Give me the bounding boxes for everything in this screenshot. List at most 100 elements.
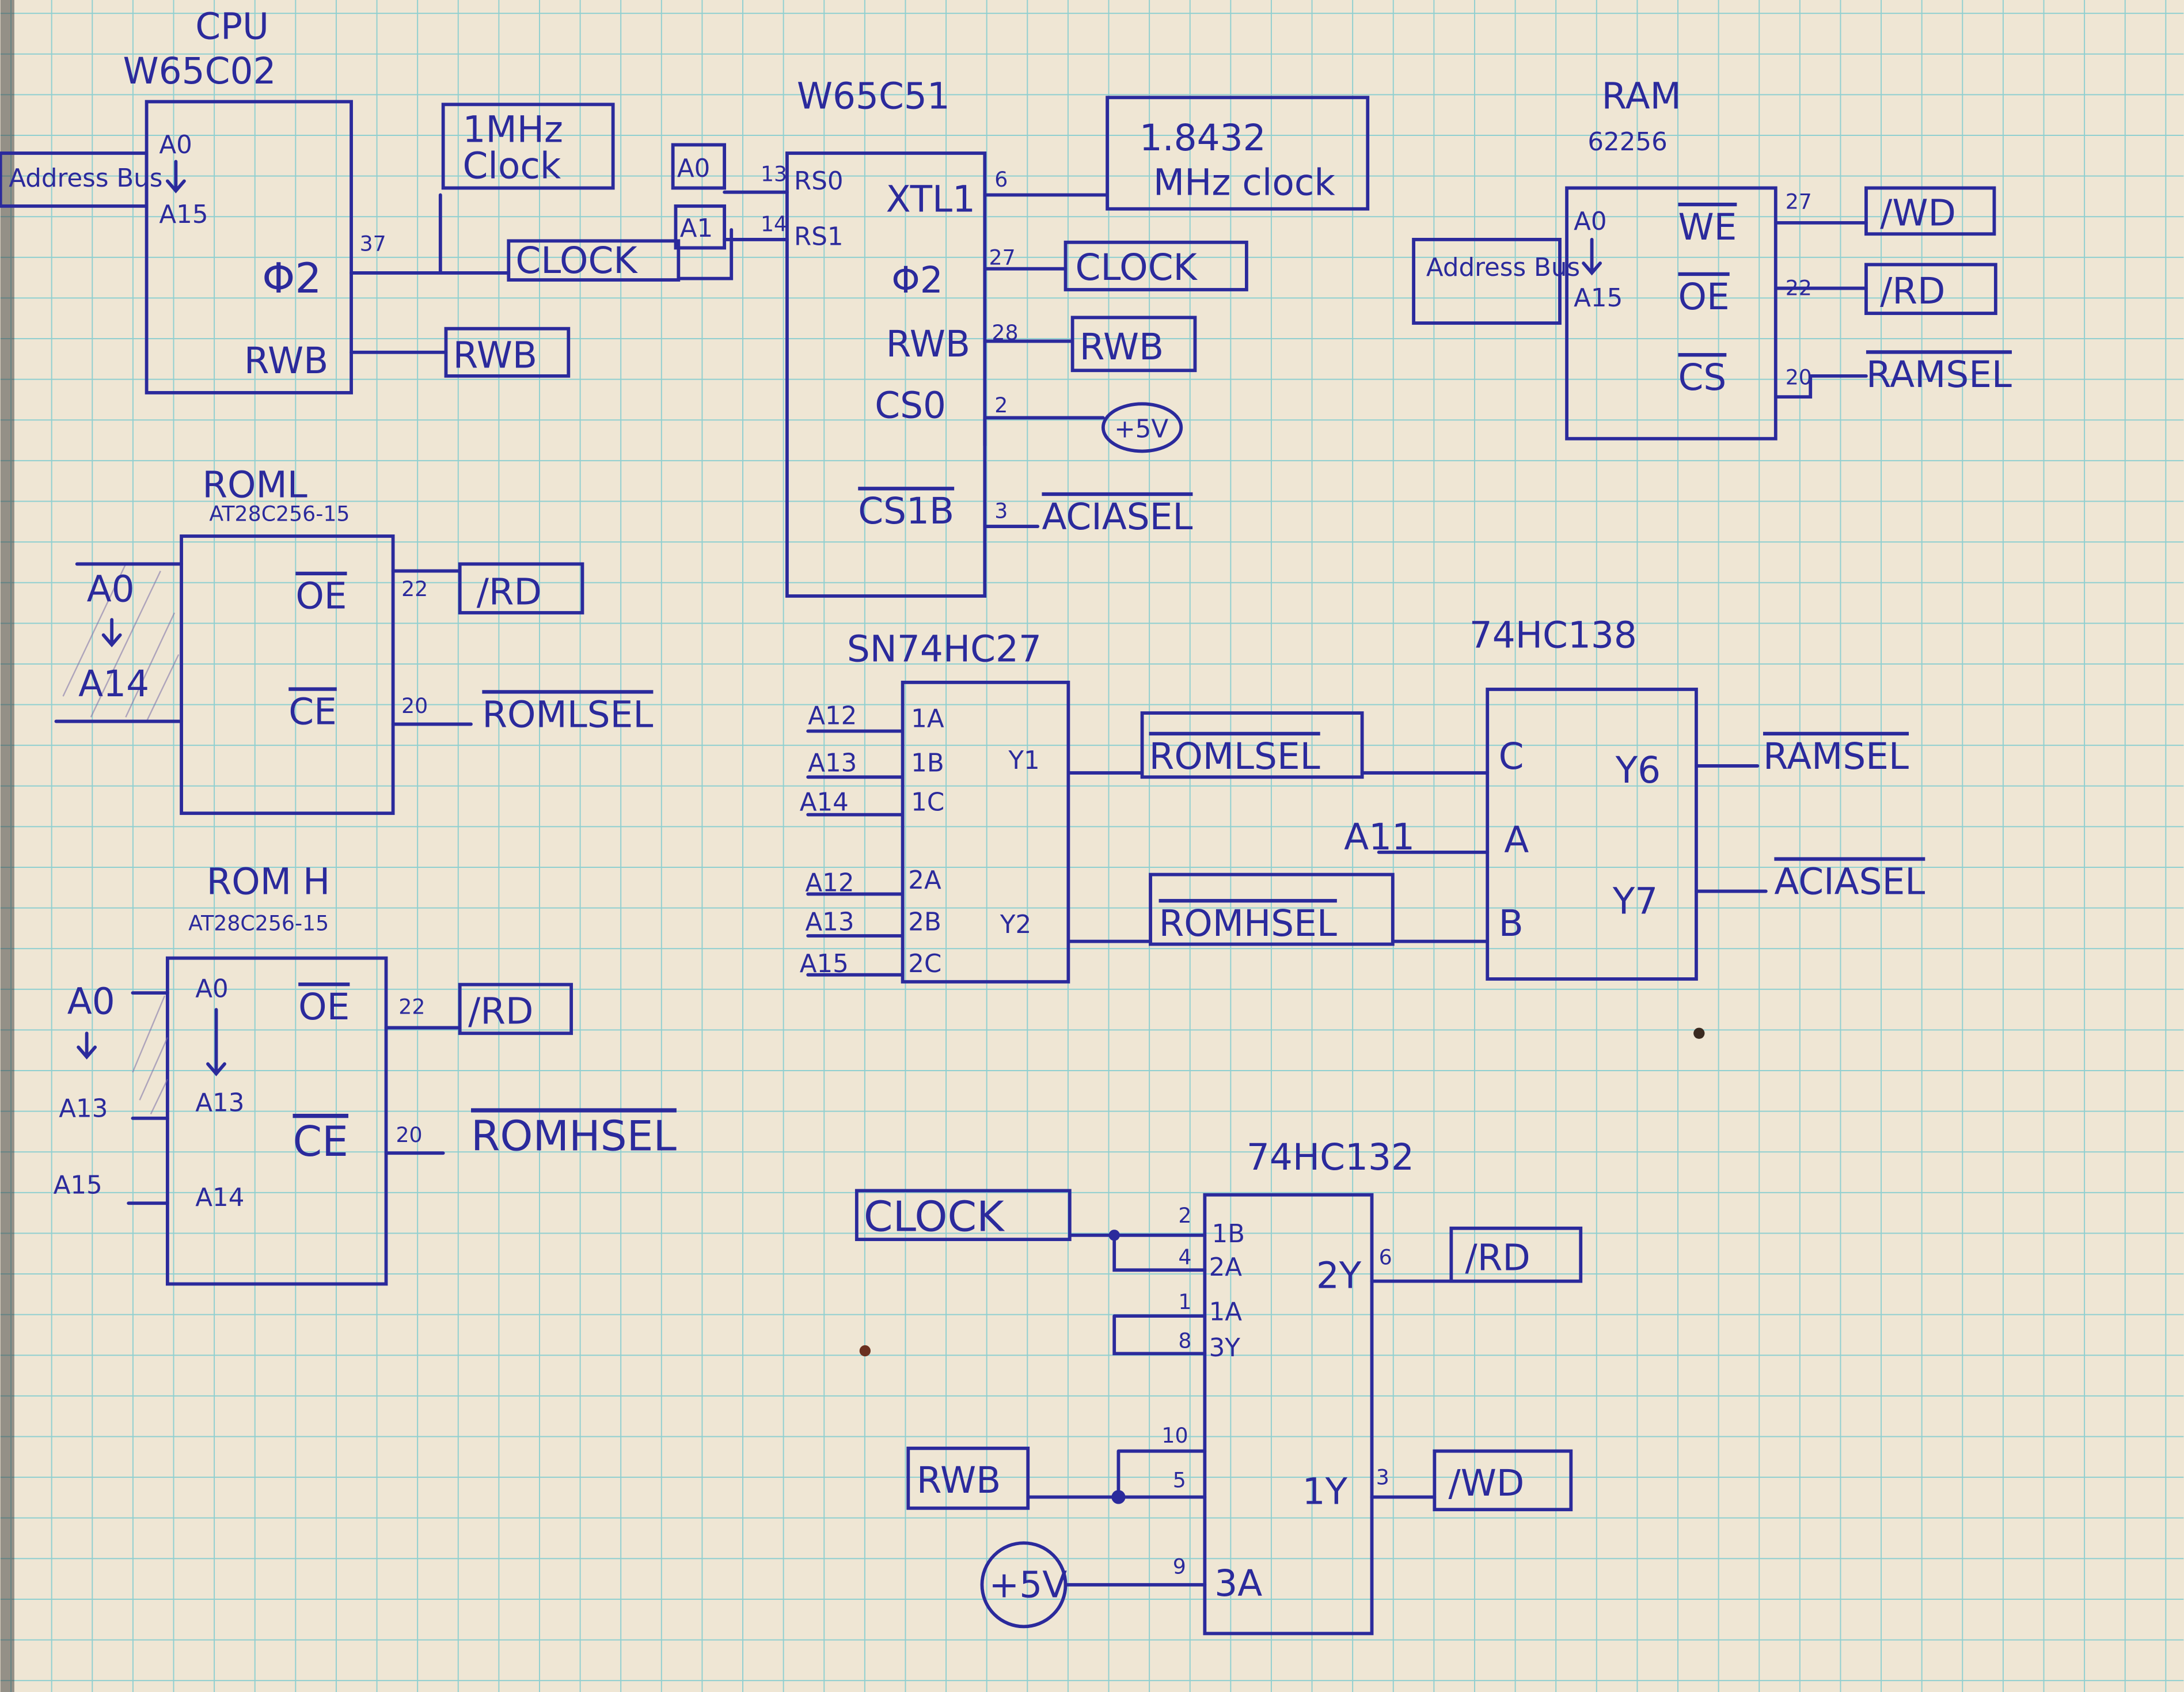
ram-title: RAM: [1602, 75, 1681, 117]
net-clock-box: [1063, 240, 1248, 291]
roml-title: ROML: [202, 464, 307, 506]
decoder-pin-c: C: [1499, 735, 1524, 777]
net-clock-label: CLOCK: [864, 1193, 1005, 1242]
nor-out-y1: Y1: [1008, 746, 1039, 775]
nand-component: 74HC132 2 1B 4 2A 1 1A 8 3Y 10 5 9 3A 2Y…: [854, 1136, 1583, 1636]
clock-18432-box: [1106, 96, 1370, 211]
acia-pin-cs0: CS0: [875, 384, 946, 426]
net-wd-label: /WD: [1880, 192, 1956, 234]
nand-pin-number-6: 6: [1379, 1245, 1392, 1270]
net-rd-label: /RD: [477, 571, 542, 613]
nor-pin: 1B: [911, 749, 944, 778]
bus-hatch: [62, 563, 180, 722]
roml-bus-a14: A14: [78, 663, 149, 705]
net-rwb-label: RWB: [1080, 326, 1164, 368]
ram-pin-a15: A15: [1574, 284, 1623, 313]
net-rd-box: [458, 562, 584, 614]
acia-part: W65C51: [797, 75, 950, 117]
ram-pin-number-22: 22: [1786, 276, 1812, 301]
net-rwb-box: [906, 1446, 1030, 1510]
acia-pin-rs1: RS1: [794, 223, 844, 252]
acia-pin-number-28: 28: [992, 320, 1018, 345]
acia-pin-phi2: Φ2: [891, 259, 943, 301]
bus-hatch: [132, 995, 168, 1115]
net-ramsel-label: RAMSEL: [1866, 354, 2012, 396]
cpu-part: W65C02: [123, 50, 276, 92]
roml-pin-oe: OE: [295, 575, 347, 617]
nor-pin: 2B: [908, 908, 941, 936]
net-a11-label: A11: [1344, 816, 1415, 858]
clock-1mhz-line2: Clock: [463, 145, 561, 187]
acia-pin-number-2: 2: [994, 393, 1008, 418]
net-a0-box: [671, 143, 727, 190]
acia-pin-number-13: 13: [761, 161, 787, 186]
romh-pin-a13: A13: [195, 1089, 244, 1118]
net-romhsel-label: ROMHSEL: [1159, 902, 1337, 944]
nor-pin: 1A: [911, 704, 944, 733]
nand-pin-1y: 1Y: [1302, 1471, 1348, 1513]
romh-title: ROM H: [207, 860, 331, 902]
ink-spot: [859, 1345, 871, 1357]
decoder-pin-a: A: [1504, 819, 1529, 861]
nor-input: A15: [800, 950, 849, 978]
nor-input: A14: [800, 788, 849, 817]
romh-part: AT28C256-15: [188, 911, 329, 935]
ram-pin-a0: A0: [1574, 207, 1606, 236]
roml-bus-a0: A0: [87, 568, 135, 610]
roml-wires: [54, 562, 473, 726]
nand-pin-1a: 1A: [1209, 1298, 1243, 1326]
nand-pin-number-1: 1: [1178, 1289, 1191, 1314]
net-rd-label: /RD: [1880, 270, 1945, 312]
acia-pin-number-14: 14: [761, 211, 787, 236]
plus5v-circle: [1101, 402, 1183, 453]
nor-part: SN74HC27: [847, 628, 1042, 670]
nor-pin: 2A: [908, 866, 941, 895]
cpu-title: CPU: [195, 6, 269, 48]
net-clock-box: [507, 239, 681, 282]
net-rd-box: [1449, 1226, 1583, 1283]
ram-pin-number-27: 27: [1786, 189, 1812, 214]
net-aciasel-label: ACIASEL: [1774, 860, 1925, 902]
clock-18432-line1: 1.8432: [1140, 117, 1266, 159]
net-romlsel-label: ROMLSEL: [482, 693, 653, 735]
decoder-component: 74HC138 C A B Y6 Y7 RAMSEL ACIASEL: [1469, 614, 1925, 981]
nand-pin-number-5: 5: [1173, 1468, 1186, 1493]
net-rd-box: [1864, 263, 1997, 315]
roml-part: AT28C256-15: [209, 501, 350, 526]
romh-pin-number-22: 22: [398, 994, 425, 1019]
net-romhsel-label: ROMHSEL: [471, 1112, 677, 1160]
nor-pin: 1C: [911, 788, 944, 817]
ram-pin-cs: CS: [1678, 356, 1727, 399]
romh-box: [165, 956, 388, 1286]
cpu-box: [145, 100, 353, 394]
romh-component: ROM H AT28C256-15 A0 A13 A15 A0 A13 A14 …: [54, 860, 677, 1286]
clock-18432-line2: MHz clock: [1153, 162, 1336, 204]
net-clock-label: CLOCK: [515, 240, 638, 282]
ram-pin-we: WE: [1678, 206, 1737, 248]
cpu-address-bus-label: Address Bus: [9, 164, 162, 193]
romh-bus-a13: A13: [59, 1094, 108, 1123]
decoder-wires: [1695, 764, 1768, 893]
nor-wires: [806, 729, 1490, 977]
roml-pin-number-20: 20: [401, 693, 428, 718]
net-rd-box: [458, 982, 573, 1035]
net-romhsel-box: [1149, 872, 1395, 946]
romh-pin-number-20: 20: [396, 1122, 422, 1147]
acia-pin-xtl1: XTL1: [886, 179, 975, 221]
ink-spot: [1693, 1027, 1705, 1039]
net-ramsel-label: RAMSEL: [1763, 735, 1909, 777]
plus5v-circle: [980, 1541, 1068, 1629]
acia-pin-number-3: 3: [994, 499, 1008, 523]
net-wd-box: [1864, 186, 1996, 236]
nand-pin-2a: 2A: [1209, 1253, 1243, 1282]
nor-box: [901, 680, 1070, 984]
decoder-part: 74HC138: [1469, 614, 1637, 656]
roml-box: [180, 534, 395, 815]
net-romlsel-label: ROMLSEL: [1149, 735, 1320, 777]
nand-pin-3a: 3A: [1214, 1562, 1262, 1604]
clock-1mhz-box: [441, 103, 615, 190]
acia-pin-number-27: 27: [989, 245, 1016, 270]
cpu-pin-a15: A15: [159, 200, 208, 229]
